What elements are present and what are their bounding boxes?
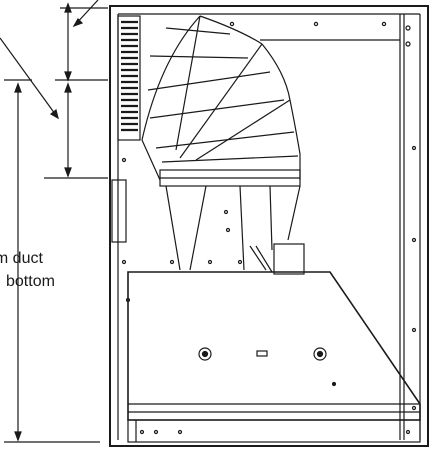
louver-panel bbox=[111, 15, 141, 303]
dimension-lines bbox=[4, 2, 108, 443]
annotation-line-2: bottom bbox=[6, 273, 55, 290]
leader-lines bbox=[0, 0, 99, 120]
lower-housing bbox=[127, 271, 421, 443]
transition-section bbox=[165, 185, 305, 275]
annotation-line-1: om duct bbox=[0, 250, 43, 267]
cabinet-outline bbox=[109, 5, 429, 447]
elbow-duct bbox=[141, 15, 301, 187]
